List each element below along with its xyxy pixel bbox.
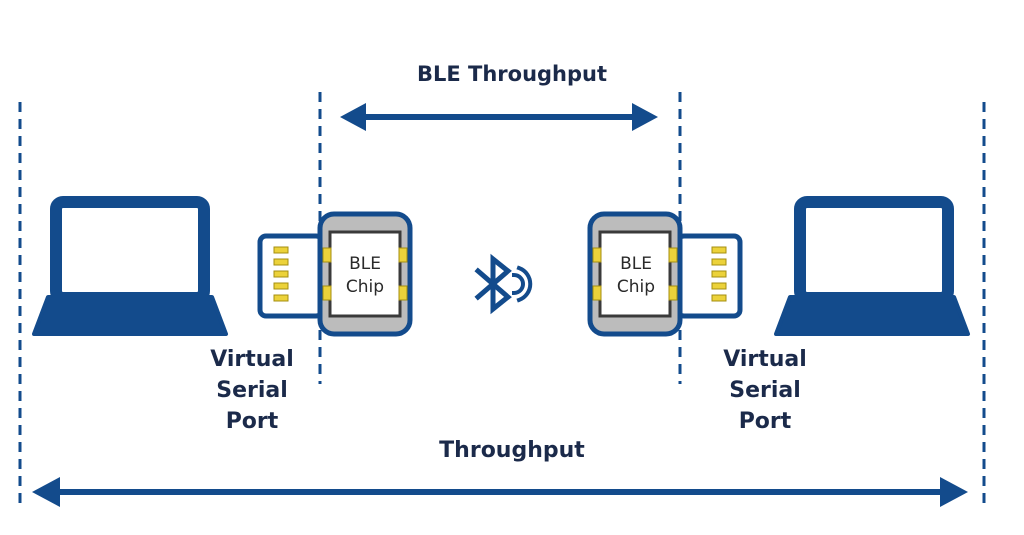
usb-ble-dongle-left: BLE Chip xyxy=(260,214,410,334)
vsp-right-line3: Port xyxy=(738,409,792,434)
chip-label-line2: Chip xyxy=(346,277,384,297)
chip-label-line1: BLE xyxy=(349,254,381,274)
vsp-left-line1: Virtual xyxy=(210,347,294,372)
chip-label-right-line1: BLE xyxy=(620,254,652,274)
bluetooth-icon xyxy=(474,253,533,315)
vsp-right-line1: Virtual xyxy=(723,347,807,372)
ble-throughput-arrow xyxy=(340,103,658,131)
vsp-left-line2: Serial xyxy=(216,378,288,403)
virtual-serial-port-left-label: Virtual Serial Port xyxy=(182,344,322,437)
usb-ble-dongle-right xyxy=(590,214,740,334)
vsp-left-line3: Port xyxy=(225,409,279,434)
laptop-right-icon xyxy=(774,196,970,336)
vsp-right-line2: Serial xyxy=(729,378,801,403)
ble-throughput-label: BLE Throughput xyxy=(416,62,608,86)
chip-label-right-line2: Chip xyxy=(617,277,655,297)
virtual-serial-port-right-label: Virtual Serial Port xyxy=(695,344,835,437)
throughput-arrow xyxy=(32,477,968,507)
throughput-label: Throughput xyxy=(439,438,585,463)
laptop-left-icon xyxy=(32,196,228,336)
